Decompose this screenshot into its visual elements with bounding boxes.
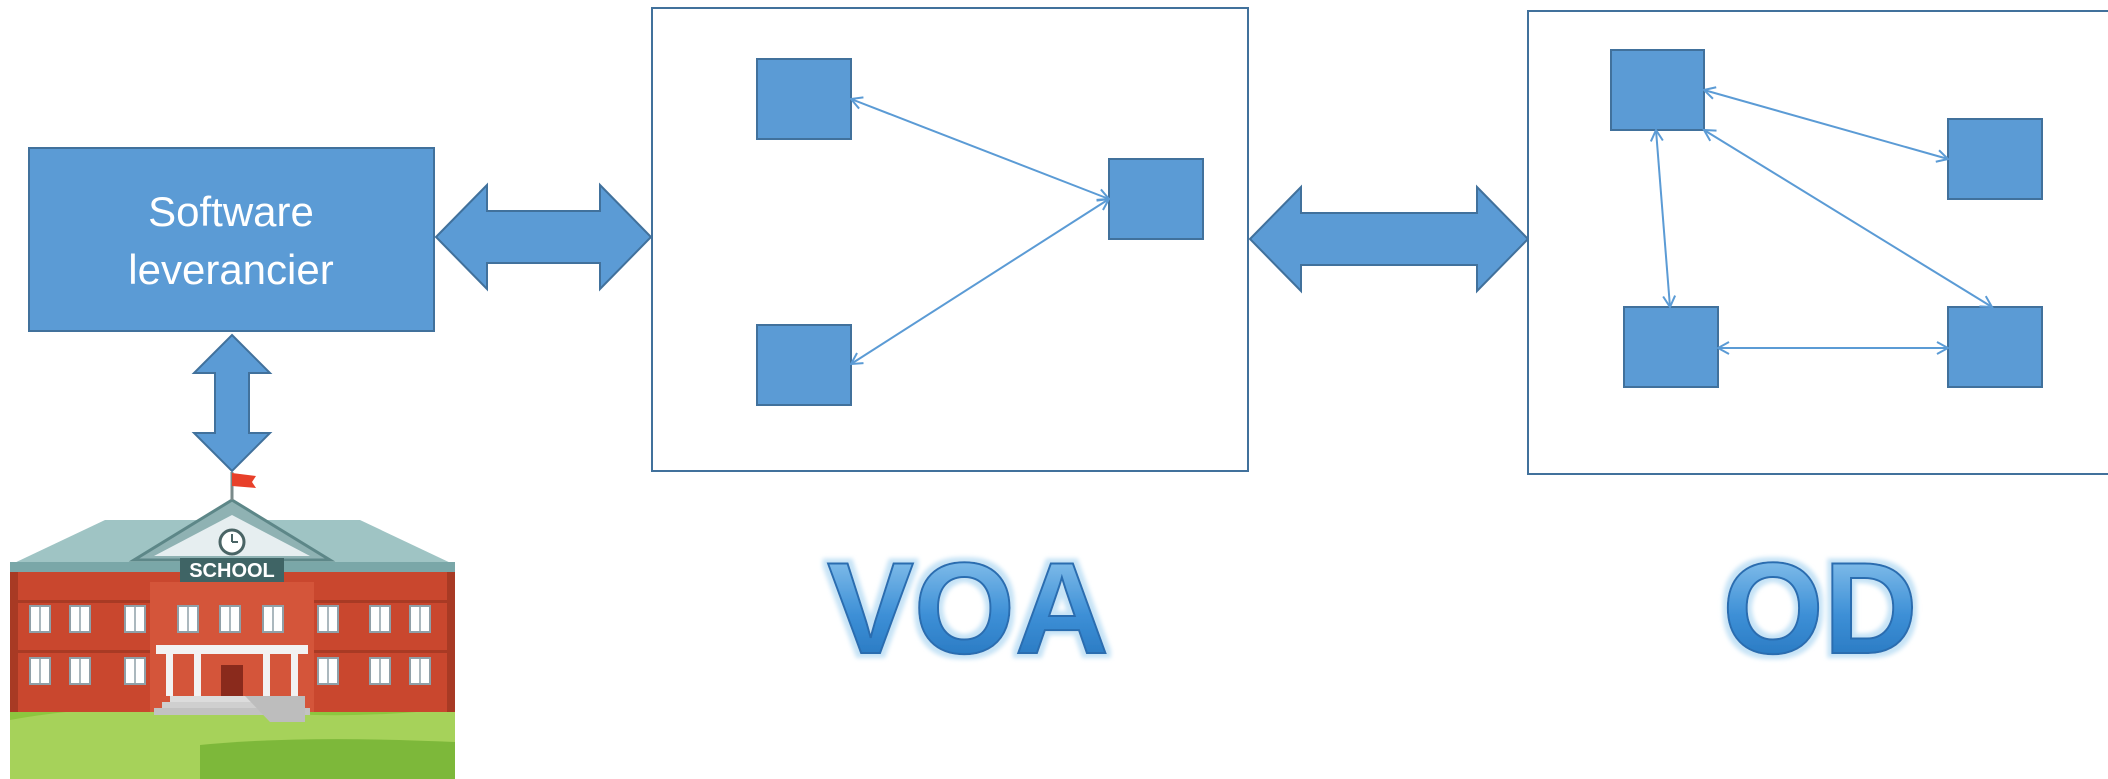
voa-connector-top	[851, 99, 1109, 199]
school-building-illustration: SCHOOL	[10, 472, 455, 779]
od-connector-tl-bl	[1656, 130, 1670, 307]
od-node-bottom-left	[1623, 306, 1719, 388]
voa-node-top	[756, 58, 852, 140]
od-label: OD	[1723, 535, 1918, 681]
od-network-frame	[1527, 10, 2108, 475]
od-node-top-left	[1610, 49, 1705, 131]
voa-network-frame	[651, 7, 1249, 472]
voa-node-right	[1108, 158, 1204, 240]
vendor-label-line1: Software	[148, 188, 314, 235]
voa-od-double-arrow	[1248, 184, 1530, 294]
voa-connector-bottom	[851, 199, 1109, 364]
od-connector-tl-br	[1704, 130, 1992, 307]
vendor-voa-double-arrow	[434, 182, 653, 292]
vendor-school-double-arrow	[191, 333, 273, 473]
school-sign-text: SCHOOL	[189, 560, 275, 582]
vendor-label-line2: leverancier	[128, 246, 333, 293]
od-node-top-right	[1947, 118, 2043, 200]
software-vendor-box: Software leverancier	[28, 147, 435, 332]
voa-label: VOA	[827, 535, 1109, 681]
voa-node-bottom	[756, 324, 852, 406]
od-node-bottom-right	[1947, 306, 2043, 388]
